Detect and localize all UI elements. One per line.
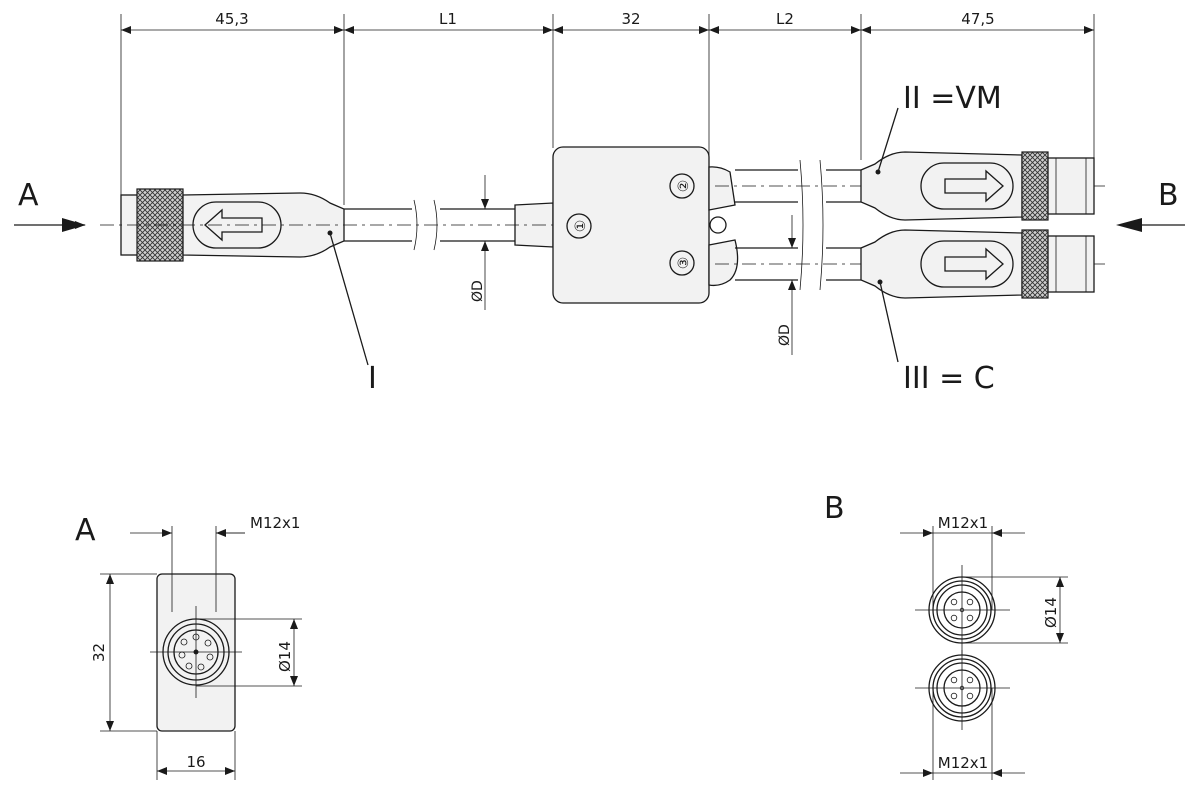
port-2-label: ② [676, 180, 692, 193]
dim-45-3: 45,3 [215, 10, 248, 28]
view-b-dia: Ø14 [1042, 597, 1060, 628]
svg-text:B: B [1158, 178, 1179, 213]
view-arrow-b: B [1116, 178, 1185, 232]
dim-32: 32 [621, 10, 640, 28]
port-1-label: ① [573, 220, 589, 233]
view-a-dia: Ø14 [276, 641, 294, 672]
section-b-label: B [824, 491, 845, 526]
svg-text:A: A [18, 178, 39, 213]
view-a-height: 32 [90, 643, 108, 662]
connector-iii-male [860, 229, 1095, 363]
view-b-thread-bottom: M12x1 [938, 754, 988, 772]
label-connector-iii: III = C [903, 361, 995, 396]
port-3-label: ③ [676, 257, 692, 270]
svg-text:ØD: ØD [470, 280, 486, 302]
dim-l1: L1 [439, 10, 457, 28]
label-connector-ii: II =VM [903, 81, 1002, 116]
label-connector-i: I [368, 361, 377, 396]
view-a-thread: M12x1 [250, 514, 300, 532]
dim-main-diameter: ØD [470, 175, 489, 310]
view-a-width: 16 [186, 753, 205, 771]
splitter-body: ① ② ③ [552, 146, 739, 304]
dim-l2: L2 [776, 10, 794, 28]
connector-ii-male [860, 107, 1095, 221]
view-b-thread-top: M12x1 [938, 514, 988, 532]
dim-branch-diameter: ØD [777, 215, 796, 355]
top-dimension-chain: 45,3 L1 32 L2 47,5 [120, 10, 1095, 205]
section-a-label: A [75, 513, 96, 548]
view-arrow-a: A [14, 178, 86, 232]
view-a: A M12x1 Ø14 32 16 [75, 513, 302, 780]
view-b: B M12x1 Ø14 [824, 491, 1068, 780]
svg-text:ØD: ØD [777, 324, 793, 346]
branch-cables [735, 159, 861, 291]
connector-i-female [120, 188, 369, 366]
dim-47-5: 47,5 [961, 10, 994, 28]
